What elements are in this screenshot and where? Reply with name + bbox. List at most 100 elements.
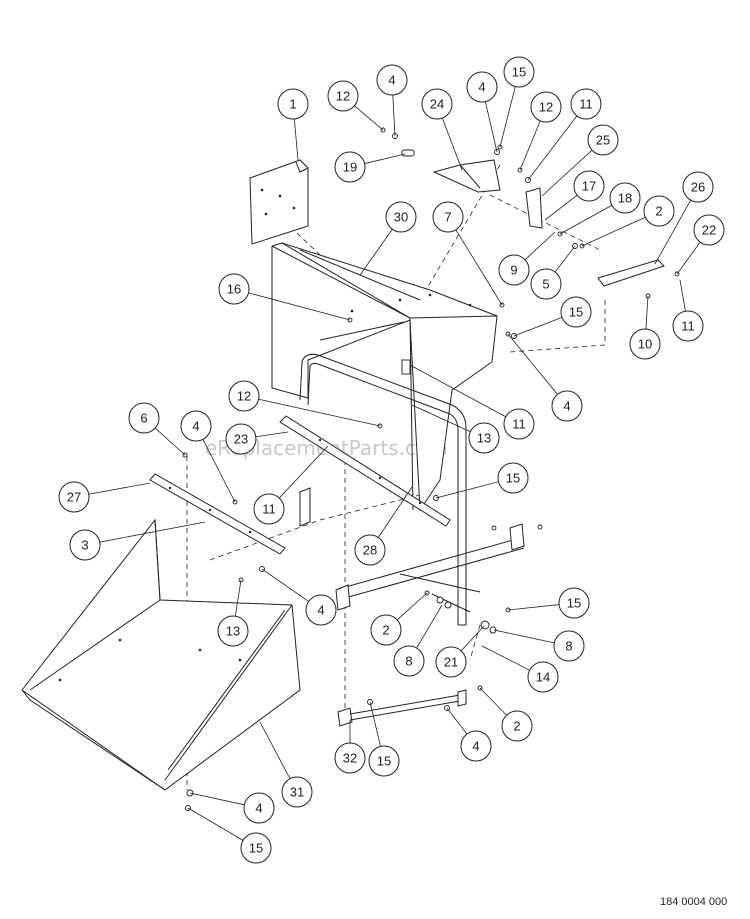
callout-c13a: 13 (411, 404, 500, 454)
callout-leader (524, 231, 556, 261)
part-side-bracket (299, 487, 311, 527)
callout-label: 12 (237, 389, 251, 404)
callout-c4b: 4 (466, 71, 498, 153)
callout-balloon (385, 201, 417, 233)
callout-balloon (570, 88, 602, 120)
callout-c4c: 4 (507, 333, 583, 422)
callout-label: 9 (510, 263, 517, 278)
callout-balloon (305, 594, 337, 626)
callout-label: 1 (289, 97, 296, 112)
callout-label: 17 (582, 179, 596, 194)
callout-c7: 7 (432, 201, 503, 306)
callout-c15e: 15 (368, 701, 400, 777)
callout-label: 13 (477, 431, 491, 446)
callout-c19: 19 (334, 151, 406, 183)
callout-label: 15 (249, 841, 263, 856)
callout-c14: 14 (481, 645, 559, 693)
callout-leader (479, 687, 507, 716)
callout-c31: 31 (259, 721, 313, 808)
callout-label: 24 (430, 97, 444, 112)
callout-balloon (682, 171, 714, 203)
callout-label: 4 (192, 419, 199, 434)
callout-leader (581, 216, 646, 247)
part-decal-panel (249, 159, 309, 245)
callout-balloon (393, 645, 425, 677)
callout-label: 30 (394, 210, 408, 225)
callout-leader (364, 153, 406, 164)
callout-c13b: 13 (217, 579, 249, 647)
callout-balloon (128, 402, 160, 434)
callout-c21: 21 (435, 625, 485, 678)
callout-leader (541, 149, 593, 197)
callout-leader (396, 592, 428, 621)
callout-c17: 17 (544, 170, 605, 221)
callout-balloon (58, 481, 90, 513)
callout-c8b: 8 (493, 629, 585, 662)
callout-balloon (327, 80, 359, 112)
callout-label: 11 (512, 417, 526, 432)
callout-leader (676, 241, 701, 275)
callout-label: 26 (691, 180, 705, 195)
callout-c23: 23 (225, 423, 289, 455)
callout-leader (259, 721, 291, 779)
callout-leader (481, 645, 530, 671)
part-arm-26 (597, 259, 665, 287)
callout-balloon (218, 273, 250, 305)
callout-label: 22 (702, 223, 716, 238)
callout-balloon (240, 832, 272, 864)
callout-balloon (551, 390, 583, 422)
callout-leader (261, 568, 309, 602)
callout-label: 11 (681, 319, 695, 334)
callout-leader (507, 333, 558, 395)
callout-label: 15 (512, 65, 526, 80)
part-bracket-32 (337, 689, 467, 727)
callout-leader (234, 579, 242, 617)
callout-balloon (217, 615, 249, 647)
callout-leader (544, 194, 578, 221)
callout-c8a: 8 (393, 604, 443, 677)
callout-label: 4 (388, 73, 395, 88)
part-strip-27 (149, 473, 286, 555)
callout-label: 2 (513, 719, 520, 734)
callout-leader (460, 625, 485, 652)
callout-leader (527, 115, 578, 181)
callout-balloon (334, 151, 366, 183)
callout-balloon (435, 646, 467, 678)
callout-c11b: 11 (672, 279, 704, 342)
callout-leader (507, 604, 560, 611)
callout-leader (493, 629, 555, 644)
callout-leader (354, 105, 384, 131)
callout-balloon (421, 88, 453, 120)
callout-leader (484, 101, 498, 153)
callout-leader (278, 445, 329, 499)
callout-c6: 6 (128, 402, 186, 456)
callout-label: 4 (472, 739, 479, 754)
callout-balloon (530, 91, 562, 123)
callout-leader (359, 229, 393, 276)
callout-balloon (530, 268, 562, 300)
callout-c26: 26 (654, 171, 714, 265)
callout-c5: 5 (530, 245, 576, 300)
callout-c10: 10 (629, 295, 661, 360)
callout-c9: 9 (498, 231, 556, 286)
callout-label: 2 (655, 204, 662, 219)
callout-leader (377, 486, 413, 538)
callout-label: 27 (67, 490, 81, 505)
callout-label: 12 (539, 100, 553, 115)
callout-balloon (225, 423, 257, 455)
part-bracket-25 (525, 187, 543, 229)
callout-balloon (503, 408, 535, 440)
callout-c2c: 2 (479, 687, 533, 742)
callout-label: 21 (444, 655, 458, 670)
callout-label: 6 (140, 411, 147, 426)
callout-balloon (503, 56, 535, 88)
callout-c3: 3 (69, 521, 206, 561)
callout-leader (369, 701, 381, 747)
callout-c15a: 15 (499, 56, 535, 148)
callout-label: 2 (382, 623, 389, 638)
callout-label: 23 (234, 432, 248, 447)
callout-c15d: 15 (507, 587, 590, 619)
callout-leader (202, 439, 236, 503)
callout-c15c: 15 (435, 462, 529, 499)
